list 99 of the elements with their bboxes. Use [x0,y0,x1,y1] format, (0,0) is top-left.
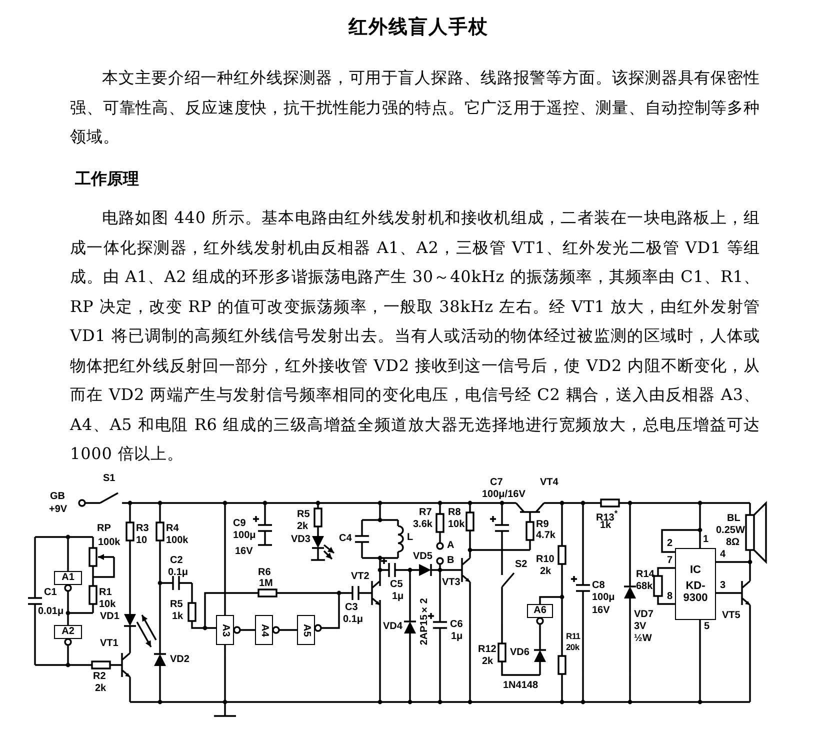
component-label: VD2 [170,655,190,665]
title: 红外线盲人手杖 [347,15,490,40]
wire [233,626,256,634]
component-label: 1k [600,521,612,531]
component-label: C1 [44,588,57,598]
component-label: 2k [540,567,552,577]
paragraph: 电路如图 440 所示。基本电路由红外线发射机和接收机组成，二者装在一块电路板上，组成一体化探测器，红外线发射机由反相器 A1、A2，三极管 VT1、红外发光二极管 VD1 等组成。由 A1、A2 组成的环形多谐振荡电路产生 30～40kHz 的振荡频率，其频率由 C1、R1、RP 决定，改变 RP 的值可改变振荡频率，一般取 38kHz 左右。经 VT1 放大，由红外发射管 VD1 将已调制的高频红外线信号发射出去。当有人或活动的物体经过被监测的区域时，人体或物体把红外线反射回一部分，红外接收管 VD2 接收到这一信号后，使 VD2 内阻不断变化，从而在 VD2 两端产生与发射信号频率相同的变化电压，电信号经 C2 耦合，送入由反相器 A3、A4、A5 和电阻 R6 组成的三级高增益全频道放大器无选择地进行宽频放大，总电压增益可达 1000 倍以上。 [70,207,760,465]
component-label: VD6 [510,648,530,658]
component-label: 0.25W [716,526,745,536]
component-label: 0.1μ [168,568,188,578]
component-label: R10 [536,555,554,565]
component-label: 3 [720,581,726,591]
component-label: R6 [258,568,271,578]
component-label: VD5 [413,552,432,562]
component-label: GB [50,492,65,502]
component-label: 3.6k [413,520,432,530]
component-label: B [447,556,454,566]
component-label: 0.1μ [343,615,364,625]
component-label: 2k [297,522,308,532]
component-label: C6 [450,620,463,630]
inverter-gate: A2 [54,625,82,639]
chip-label: IC [690,564,701,576]
component-label: 2k [482,657,494,667]
component-label: 1μ [392,592,404,602]
component-label: R11 [566,632,580,640]
component-label: VT2 [351,572,370,582]
inverter-gate: A5 [297,615,315,645]
component-label: S2 [515,560,528,570]
inverter-gate: A4 [255,615,273,645]
component-label: VT5 [722,611,740,621]
component-label: 10 [136,536,148,546]
component-label: VT1 [100,639,118,649]
component-label: 1N4148 [503,681,538,691]
component-label: RP [97,524,111,534]
component-label: R7 [419,508,432,518]
component-label: R4 [166,524,179,534]
component-label: +9V [49,505,68,515]
component-label: VD1 [100,612,120,622]
component-label: 100k [166,536,188,546]
component-label: 5 [704,622,710,632]
component-label: C8 [592,581,605,591]
component-label: 16V [592,606,610,616]
component-label: 68k [636,582,653,592]
component-label: C5 [390,580,403,590]
component-label: C9 [233,519,246,529]
part-number: KD-9300 [682,580,709,604]
component-label: R5 [170,600,183,610]
component-label: 1k [172,612,184,622]
ic-chip [675,548,716,620]
component-label: 100μ [592,593,615,603]
component-label: S1 [103,474,116,484]
component-label: 100μ [233,531,256,541]
section-heading: 工作原理 [75,172,139,188]
component-label: 20k [566,643,580,652]
component-label: VT4 [540,478,558,488]
inverter-gate: A3 [216,615,234,645]
component-label: 8Ω [726,538,740,548]
component-label: L [407,533,414,543]
component-label: 10k [99,600,116,610]
component-label: 100k [98,538,120,548]
component-label: R9 [536,520,549,530]
component-label: R12 [478,645,496,655]
component-label: VD3 [291,535,310,545]
component-label: 100μ/16V [482,490,526,500]
inverter-gate: A1 [54,571,82,585]
component-label: C2 [170,556,183,566]
component-label: 4 [720,550,726,560]
component-label: 3V [634,622,646,632]
component-label: VT3 [442,578,460,588]
component-label: ½W [634,634,652,644]
paragraph: 本文主要介绍一种红外线探测器，可用于盲人探路、线路报警等方面。该探测器具有保密性强、可靠性高、反应速度快，抗干扰性能力强的特点。它广泛用于遥控、测量、自动控制等多种领域。 [70,67,760,148]
component-label: R1 [99,588,112,598]
inverter-gate: A6 [527,604,553,618]
component-label: 2 [667,539,673,549]
component-label: 1 [703,535,709,545]
component-label: 2k [95,684,106,694]
component-label: 1M [259,579,273,589]
component-label: R14 [636,570,654,580]
component-label: 8 [667,592,673,602]
component-label: BL [727,514,740,524]
component-label: 2AP15×2 [420,598,430,646]
component-label: VD4 [383,622,402,632]
component-label: R5 [297,510,310,520]
component-label: R8 [448,508,461,518]
component-label: 4.7k [536,531,556,541]
component-label: 0.01μ [38,607,64,617]
component-label: 7 [667,556,673,566]
component-label: C3 [345,603,358,613]
component-label: C7 [490,478,503,488]
component-label: R3 [136,524,149,534]
component-label: VD7 [634,610,654,620]
wire [272,626,298,634]
wire [64,584,72,626]
component-label: C4 [339,534,352,544]
component-label: R2 [93,672,106,682]
component-label: 16V [235,547,253,557]
component-label: 10k [448,520,465,530]
component-label: 1μ [451,632,463,642]
component-label: A [447,541,454,551]
